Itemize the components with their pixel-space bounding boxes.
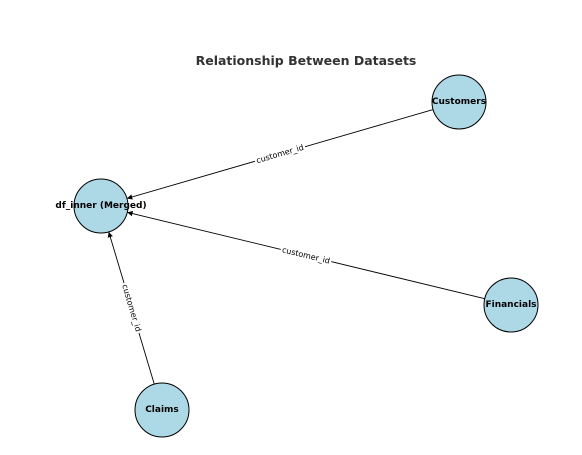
- edge-customers-to-merged: customer_id: [126, 109, 434, 200]
- edge-label-group: customer_id: [253, 140, 307, 168]
- edges-layer: customer_id customer_id customer_id: [107, 109, 485, 385]
- node-label: Customers: [432, 97, 486, 107]
- edge-claims-to-merged: customer_id: [107, 231, 155, 385]
- node-circle: [431, 74, 487, 130]
- node-merged: df_inner (Merged): [55, 178, 147, 234]
- node-circle: [73, 178, 129, 234]
- edge-label-background: [118, 281, 145, 335]
- nodes-layer: df_inner (Merged) CustomersFinancialsClai…: [55, 74, 539, 438]
- node-financials: Financials: [483, 277, 539, 333]
- node-circle: [134, 382, 190, 438]
- diagram-title: Relationship Between Datasets: [196, 53, 417, 68]
- edge-label-background: [253, 140, 307, 168]
- node-circle: [483, 277, 539, 333]
- node-label: Claims: [145, 405, 179, 415]
- edge-financials-to-merged: customer_id: [127, 210, 485, 300]
- node-label: df_inner (Merged): [55, 201, 146, 211]
- node-claims: Claims: [134, 382, 190, 438]
- edge-label-group: customer_id: [279, 243, 333, 268]
- node-customers: Customers: [431, 74, 487, 130]
- edge-label-background: [279, 243, 333, 268]
- edge-label: customer_id: [281, 245, 331, 265]
- edge-label-group: customer_id: [118, 281, 145, 335]
- node-label: Financials: [485, 300, 536, 310]
